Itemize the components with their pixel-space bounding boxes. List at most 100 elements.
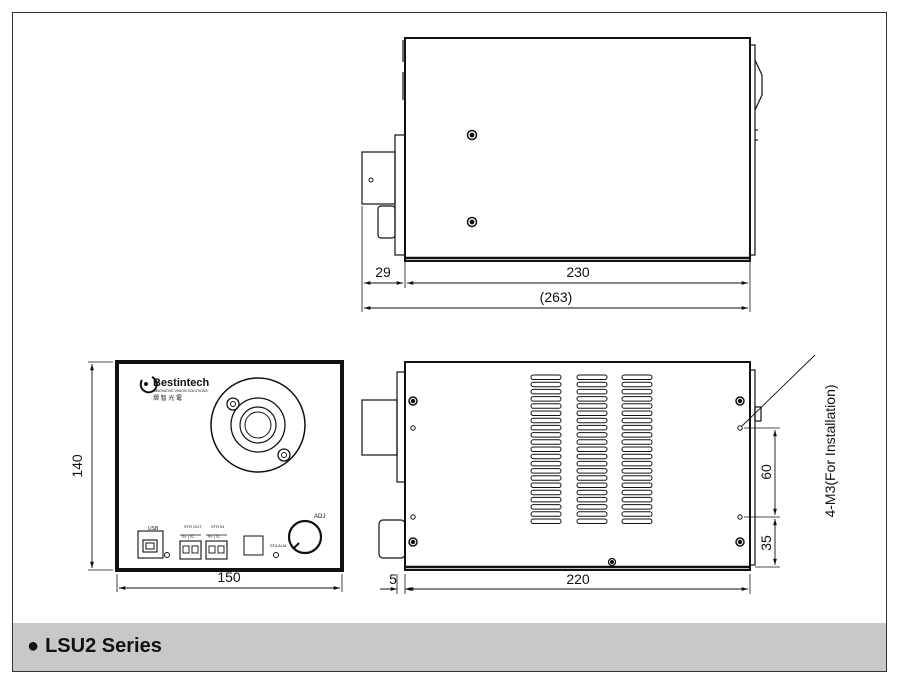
vent-slot	[621, 518, 653, 524]
vent-slot	[621, 388, 653, 395]
top-view-body	[404, 37, 751, 262]
adj-knob	[287, 519, 323, 555]
vent-slot	[530, 468, 562, 474]
dim-side-front: 5	[389, 571, 397, 587]
vent-slot	[576, 446, 608, 452]
vent-slot	[621, 374, 653, 380]
vent-slot	[530, 410, 562, 416]
dim-front-height: 140	[69, 454, 85, 478]
vent-slot	[621, 489, 653, 496]
vent-slot	[576, 388, 608, 395]
vent-slot	[576, 468, 608, 474]
vent-slot	[621, 504, 653, 510]
vent-slot	[621, 410, 653, 416]
brand-logo-icon	[139, 376, 158, 394]
vent-slot	[621, 511, 653, 517]
vent-slot	[576, 403, 608, 409]
vent-slot	[621, 453, 653, 460]
vent-slot	[576, 504, 608, 510]
vent-slot	[576, 417, 608, 424]
vent-slot	[576, 460, 608, 467]
vent-slot	[576, 374, 608, 380]
brand-subtitle: INNOVATIVE VISION SOLUTIONS	[153, 389, 208, 393]
vent-slot	[530, 396, 562, 402]
vent-slot	[576, 410, 608, 416]
vent-slot	[621, 460, 653, 467]
vent-slot	[530, 417, 562, 424]
lens-flange	[210, 377, 306, 473]
vent-slot	[530, 504, 562, 510]
vent-slot	[576, 489, 608, 496]
vent-slot	[576, 453, 608, 460]
vent-slot	[621, 439, 653, 445]
vent-slot	[576, 511, 608, 517]
dim-front-width: 150	[217, 569, 241, 585]
vent-slot	[621, 417, 653, 424]
vent-slot	[530, 460, 562, 467]
vent-slot	[621, 381, 653, 388]
vent-slot	[621, 403, 653, 409]
vent-slot	[621, 468, 653, 474]
vent-slot	[621, 496, 653, 503]
vent-slot	[621, 424, 653, 431]
vent-slot	[576, 424, 608, 431]
usb-port	[137, 530, 164, 559]
vent-slot	[530, 496, 562, 503]
brand-name: Bestintech	[153, 377, 210, 389]
vent-slot	[530, 511, 562, 517]
vent-slots	[530, 374, 653, 524]
vent-slot	[530, 381, 562, 388]
square-button	[243, 535, 264, 556]
vent-slot	[576, 439, 608, 445]
dim-side-35: 35	[758, 535, 774, 551]
sta-alm-label: STA ALM	[270, 543, 286, 548]
vent-slot	[530, 518, 562, 524]
dim-side-60: 60	[758, 464, 774, 480]
vent-slot	[621, 475, 653, 481]
vent-slot	[621, 396, 653, 402]
vent-slot	[530, 446, 562, 452]
vent-slot	[530, 453, 562, 460]
str-out-label: STR OUT	[184, 524, 202, 529]
vent-slot	[530, 424, 562, 431]
vent-slot	[530, 439, 562, 445]
vent-slot	[530, 475, 562, 481]
side-view	[361, 354, 816, 594]
front-view	[88, 360, 344, 592]
series-name: LSU2 Series	[45, 635, 162, 657]
vent-slot	[576, 496, 608, 503]
top-view	[361, 37, 763, 312]
front-panel	[115, 360, 344, 572]
vent-slot	[576, 381, 608, 388]
dim-top-front: 29	[375, 264, 391, 280]
str-in-pins: S+ | S-	[208, 534, 221, 539]
bullet-icon: ●	[27, 635, 40, 657]
vent-slot	[530, 432, 562, 438]
str-in-label: STR IN	[211, 524, 224, 529]
series-label: ●LSU2 Series	[27, 635, 162, 658]
vent-slot	[576, 518, 608, 524]
vent-slot	[621, 482, 653, 488]
vent-slot	[576, 482, 608, 488]
mount-note: 4-M3(For Installation)	[822, 384, 838, 517]
vent-slot	[576, 475, 608, 481]
vent-slot	[530, 482, 562, 488]
vent-slot	[530, 388, 562, 395]
usb-label: USB	[148, 526, 159, 532]
brand-chinese: 熠 智 光 電	[153, 394, 182, 402]
vent-slot	[576, 432, 608, 438]
vent-slot	[530, 374, 562, 380]
str-out-connector	[179, 540, 202, 560]
dim-top-body: 230	[566, 264, 590, 280]
vent-slot	[530, 489, 562, 496]
adj-label: ADJ	[314, 514, 325, 520]
drawing-frame	[12, 12, 887, 672]
vent-slot	[621, 446, 653, 452]
dim-top-total: (263)	[540, 289, 573, 305]
series-footer: ●LSU2 Series	[13, 623, 886, 671]
dim-side-body: 220	[566, 571, 590, 587]
vent-slot	[621, 432, 653, 438]
str-in-connector	[205, 540, 228, 560]
vent-slot	[530, 403, 562, 409]
